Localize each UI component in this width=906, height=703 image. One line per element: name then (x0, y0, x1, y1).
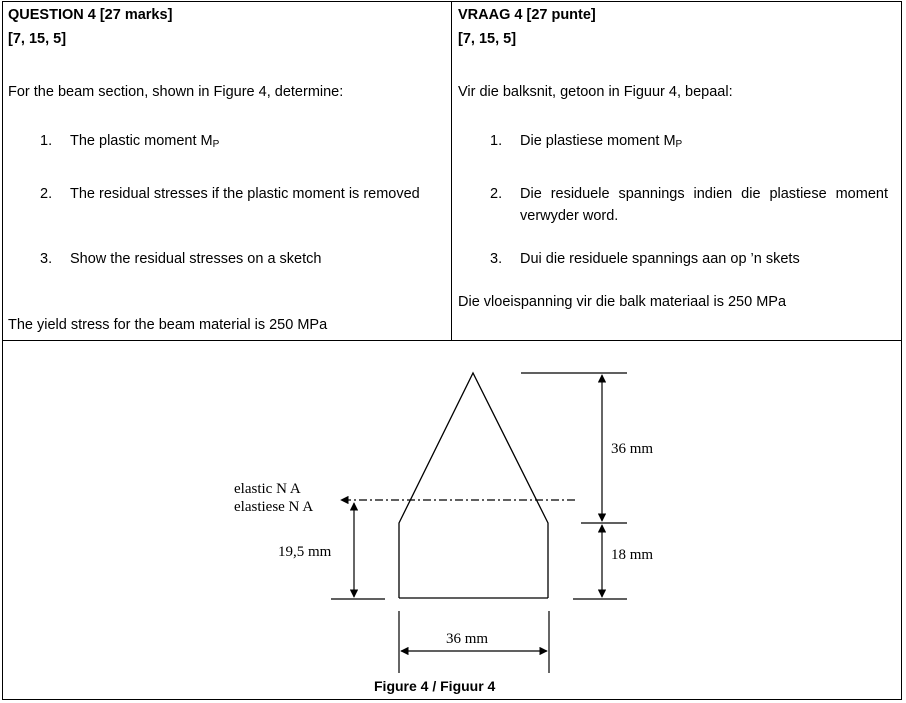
dim-label-width: 36 mm (446, 631, 488, 647)
item-number: 1. (40, 133, 53, 149)
dim-label-na: 19,5 mm (278, 544, 332, 560)
question-intro: For the beam section, shown in Figure 4,… (8, 84, 344, 100)
item-number: 2. (490, 186, 503, 202)
list-item: 2. Die residuele spannings indien die pl… (490, 183, 895, 231)
figure-caption: Figure 4 / Figuur 4 (374, 678, 496, 694)
marks-breakdown: [7, 15, 5] (458, 31, 517, 47)
list-item: 1. Die plastiese moment MP (490, 130, 895, 154)
beam-section-figure: elastic N A elastiese N A 19,5 mm 36 mm … (234, 371, 653, 694)
beam-outline (398, 371, 549, 598)
yield-stress-note: Die vloeispanning vir die balk materiaal… (458, 294, 787, 310)
item-text: Die residuele spannings indien die plast… (520, 186, 888, 224)
item-number: 1. (490, 133, 503, 149)
item-number: 2. (40, 186, 53, 202)
item-text: Die plastiese moment MP (520, 130, 682, 156)
list-item: 2. The residual stresses if the plastic … (40, 183, 445, 231)
row-divider-left (3, 340, 452, 341)
na-label-en: elastic N A (234, 481, 301, 497)
list-item: 1. The plastic moment MP (40, 130, 445, 154)
item-number: 3. (490, 251, 503, 267)
item-subscript: P (675, 139, 683, 150)
item-number: 3. (40, 251, 53, 267)
question-heading: VRAAG 4 [27 punte] (458, 7, 596, 23)
na-label-af: elastiese N A (234, 499, 313, 515)
item-text: Dui die residuele spannings aan op ’n sk… (520, 251, 800, 267)
question-heading: QUESTION 4 [27 marks] (8, 7, 173, 23)
column-divider (451, 2, 452, 340)
item-text: The plastic moment MP (70, 130, 219, 156)
dim-label-rect: 18 mm (611, 547, 653, 563)
marks-breakdown: [7, 15, 5] (8, 31, 67, 47)
item-text-main: Die plastiese moment M (520, 133, 676, 149)
item-text: The residual stresses if the plastic mom… (70, 186, 420, 202)
item-text-main: The plastic moment M (70, 133, 213, 149)
dim-label-top: 36 mm (611, 441, 653, 457)
item-subscript: P (212, 139, 220, 150)
item-text: Show the residual stresses on a sketch (70, 251, 322, 267)
row-divider-right (451, 340, 901, 341)
list-item: 3. Show the residual stresses on a sketc… (40, 248, 445, 272)
question-intro: Vir die balksnit, getoon in Figuur 4, be… (458, 84, 733, 100)
list-item: 3. Dui die residuele spannings aan op ’n… (490, 248, 895, 272)
yield-stress-note: The yield stress for the beam material i… (8, 317, 328, 333)
